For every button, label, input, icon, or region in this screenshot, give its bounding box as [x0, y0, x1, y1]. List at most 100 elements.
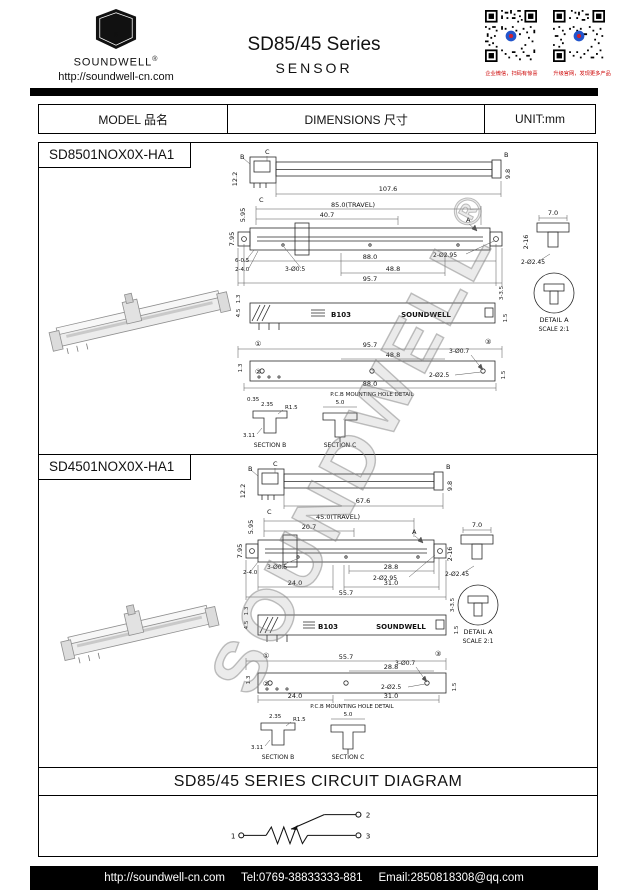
page-title: SD85/45 Series — [247, 34, 381, 55]
pcb-detail-title: P.C.B MOUNTING HOLE DETAIL — [310, 704, 394, 710]
dim-label: 67.6 — [356, 497, 370, 505]
dim-label: 2-4.0 — [243, 570, 258, 576]
view-label: B — [446, 463, 450, 471]
dim-label: 5.95 — [239, 208, 247, 222]
dim-label: 2.35 — [261, 402, 274, 408]
dim-label: 2.35 — [269, 714, 282, 720]
section-b-title: SECTION B — [254, 442, 286, 449]
dim-label: 3-Ø0.7 — [449, 348, 469, 355]
brand-text: SOUNDWELL — [376, 623, 426, 631]
model-name-sd8501: SD8501NOX0X-HA1 — [39, 143, 192, 168]
terminal-3-label: 3 — [366, 831, 371, 840]
dim-label: 2-Ø2.45 — [445, 571, 469, 578]
product-code-text: B103 — [331, 311, 351, 319]
page-subtitle: SENSOR — [275, 60, 353, 76]
dim-label: 3-3.5 — [450, 597, 456, 612]
dim-label: 24.0 — [288, 579, 302, 587]
spec-header-row: MODEL 品名 DIMENSIONS 尺寸 UNIT:mm — [38, 104, 598, 134]
qr-wechat-caption: 企业微信，扫码有惊喜 — [485, 71, 538, 77]
footer-tel: Tel:0769-38833333-881 — [241, 872, 363, 884]
dim-label: 1.3 — [244, 606, 250, 615]
dim-label: 1.5 — [501, 370, 507, 379]
dim-label: R1.5 — [293, 717, 306, 723]
drawing-sd4501: B C B 12.2 9.8 67.6 C 45.0(TRAVEL) 20.7 … — [236, 460, 499, 761]
view-label: B — [240, 153, 244, 161]
dim-label: 1.3 — [246, 675, 252, 684]
product-image-sd8501 — [48, 290, 232, 355]
footer-bar: http://soundwell-cn.com Tel:0769-3883333… — [30, 866, 598, 890]
drawing-sd8501: B C B 12.2 9.8 107.6 C 85.0(TRAVEL) 40.7… — [228, 148, 575, 449]
spec-col-dimensions: DIMENSIONS 尺寸 — [227, 104, 485, 134]
detail-scale: SCALE 2:1 — [463, 638, 494, 645]
model-name-sd4501: SD4501NOX0X-HA1 — [39, 455, 192, 480]
dim-label: 7.0 — [548, 209, 558, 217]
dim-label: 4.5 — [236, 308, 242, 317]
terminal-1-label: 1 — [231, 831, 236, 840]
dim-label: 3-3.5 — [499, 285, 505, 300]
header-url: http://soundwell-cn.com — [58, 70, 174, 83]
pin-number-3: ③ — [485, 338, 491, 346]
view-label: B — [248, 465, 252, 473]
dim-label: 0.35 — [247, 397, 260, 403]
dim-label: 2-16 — [522, 235, 530, 250]
sd8501-dimension-lines — [237, 156, 568, 435]
header-brand-block: S SOUNDWELL® http://soundwell-cn.com — [38, 8, 194, 83]
spec-col-model: MODEL 品名 — [38, 104, 229, 134]
soundwell-logo: S — [95, 8, 137, 50]
sd8501-outlines — [237, 156, 575, 442]
pin-number-1: ① — [263, 652, 269, 660]
detail-ref-label: A — [412, 528, 417, 536]
dim-label: 3-Ø0.5 — [285, 266, 305, 273]
product-image-sd4501 — [60, 604, 220, 664]
dim-label: 3-Ø0.5 — [267, 564, 287, 571]
dim-label: 24.0 — [288, 692, 302, 700]
dim-label: 95.7 — [363, 275, 377, 283]
qr-wechat-wrap: 企业微信，扫码有惊喜 — [484, 10, 538, 77]
sd4501-dimension-lines — [245, 468, 492, 747]
section-sd4501: SD4501NOX0X-HA1 — [39, 455, 597, 767]
dim-label: 2-Ø2.95 — [373, 575, 397, 582]
dim-label: 5.0 — [344, 712, 353, 718]
dim-label: 2-16 — [446, 547, 454, 562]
dim-label: 28.8 — [384, 563, 398, 571]
dim-label: 2-Ø2.45 — [521, 259, 545, 266]
qr-code-website-icon — [553, 10, 605, 62]
main-content-box: SD8501NOX0X-HA1 — [38, 142, 598, 768]
dim-label: 12.2 — [231, 172, 239, 186]
dim-label: 12.2 — [239, 484, 247, 498]
dim-label: R1.5 — [285, 405, 298, 411]
dim-label: 7.95 — [236, 544, 244, 558]
circuit-diagram-box: SD85/45 SERIES CIRCUIT DIAGRAM 1 2 3 — [38, 767, 598, 857]
product-code-text: B103 — [318, 623, 338, 631]
dim-label: 48.8 — [386, 351, 400, 359]
section-b-title: SECTION B — [262, 754, 294, 761]
spec-col-unit: UNIT:mm — [483, 104, 596, 134]
qr-website-caption: 升级官网，发现更多产品 — [553, 71, 611, 77]
dim-label: 28.8 — [384, 663, 398, 671]
dim-label: 88.0 — [363, 380, 377, 388]
section-c-title: SECTION C — [324, 442, 357, 449]
pcb-detail-title: P.C.B MOUNTING HOLE DETAIL — [330, 392, 414, 398]
circuit-diagram: 1 2 3 — [231, 811, 371, 846]
dim-label: 9.8 — [446, 481, 454, 491]
dim-label: 88.0 — [363, 253, 377, 261]
terminal-2-label: 2 — [366, 811, 371, 820]
qr-block: 企业微信，扫码有惊喜 升级官网，发现更多产品 — [484, 10, 611, 77]
dim-label: 5.95 — [247, 520, 255, 534]
dim-label: 7.0 — [472, 521, 482, 529]
brand-text: SOUNDWELL — [401, 311, 451, 319]
header-divider-bar — [30, 88, 598, 96]
dim-label: 9.8 — [504, 169, 512, 179]
detail-title: DETAIL A — [539, 316, 569, 324]
dim-label: 1.5 — [454, 625, 460, 634]
dim-label: 6-0.5 — [235, 258, 250, 264]
dim-label: 55.7 — [339, 653, 353, 661]
dim-label: 20.7 — [302, 523, 316, 531]
pin-number-2: ② — [263, 680, 269, 688]
dim-label: 31.0 — [384, 692, 398, 700]
dim-label: 3.11 — [243, 433, 255, 439]
title-block: SD85/45 Series SENSOR — [160, 34, 468, 76]
dim-label: 3-Ø0.7 — [395, 660, 415, 667]
view-label: C — [265, 148, 270, 156]
